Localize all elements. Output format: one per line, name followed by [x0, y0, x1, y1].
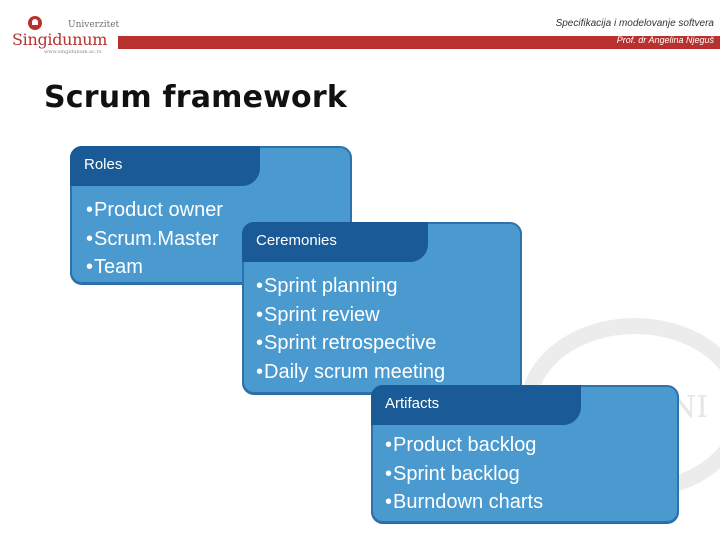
logo-top-word: Univerzitet — [68, 20, 120, 30]
roles-tab — [70, 146, 260, 186]
ceremonies-item: Sprint planning — [256, 272, 445, 301]
artifacts-box: Artifacts Product backlog Sprint backlog… — [371, 385, 679, 523]
artifacts-list: Product backlog Sprint backlog Burndown … — [385, 431, 543, 517]
course-title: Specifikacija i modelovanje softvera — [555, 18, 714, 29]
artifacts-item: Product backlog — [385, 431, 543, 460]
artifacts-heading: Artifacts — [385, 395, 440, 412]
ceremonies-item: Daily scrum meeting — [256, 358, 445, 387]
roles-list: Product owner Scrum.Master Team — [86, 196, 223, 282]
roles-item: Team — [86, 253, 223, 282]
artifacts-item: Sprint backlog — [385, 460, 543, 489]
ceremonies-list: Sprint planning Sprint review Sprint ret… — [256, 272, 445, 386]
slide-title: Scrum framework — [44, 80, 348, 115]
artifacts-item: Burndown charts — [385, 488, 543, 517]
header-divider — [118, 36, 720, 49]
roles-heading: Roles — [84, 156, 123, 173]
ceremonies-box: Ceremonies Sprint planning Sprint review… — [242, 222, 522, 394]
ceremonies-tab — [242, 222, 428, 262]
university-seal-icon — [28, 16, 42, 30]
artifacts-tab — [371, 385, 581, 425]
ceremonies-heading: Ceremonies — [256, 232, 337, 249]
ceremonies-item: Sprint retrospective — [256, 329, 445, 358]
author-name: Prof. dr Angelina Njeguš — [616, 35, 714, 45]
roles-item: Product owner — [86, 196, 223, 225]
logo-url: www.singidunum.ac.rs — [44, 49, 102, 55]
ceremonies-item: Sprint review — [256, 301, 445, 330]
university-logo: Univerzitet Singidunum www.singidunum.ac… — [8, 12, 120, 55]
logo-main-word: Singidunum — [12, 30, 108, 49]
roles-item: Scrum.Master — [86, 225, 223, 254]
